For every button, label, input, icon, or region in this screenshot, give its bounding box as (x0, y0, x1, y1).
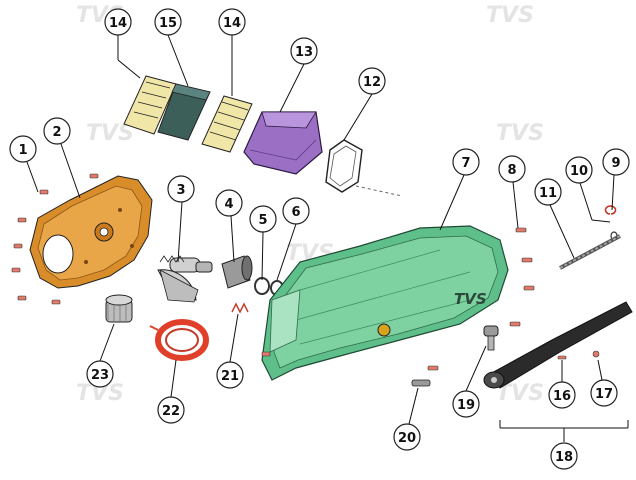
svg-text:23: 23 (91, 368, 109, 383)
svg-text:10: 10 (570, 164, 588, 179)
leader-lines (26, 34, 629, 442)
callout-19: 19 (452, 390, 480, 418)
callout-23: 23 (86, 360, 114, 388)
air-box-part (243, 111, 323, 175)
callout-3: 3 (167, 175, 195, 203)
callout-10: 10 (565, 156, 593, 184)
svg-text:1: 1 (18, 143, 27, 158)
svg-text:17: 17 (595, 387, 613, 402)
svg-text:16: 16 (553, 389, 571, 404)
small-pin-part (592, 350, 600, 358)
assembly-line (355, 185, 403, 197)
inner-cover-part (29, 175, 153, 289)
callout-7: 7 (452, 148, 480, 176)
lever-bolt-part (483, 325, 499, 351)
callout-18: 18 (550, 442, 578, 470)
svg-text:6: 6 (291, 205, 300, 220)
screw-part (411, 379, 431, 387)
svg-text:4: 4 (224, 197, 233, 212)
callout-17: 17 (590, 379, 618, 407)
svg-text:9: 9 (611, 156, 620, 171)
cover-screws-part (261, 227, 535, 371)
callout-9: 9 (602, 148, 630, 176)
cover-bolts-part (11, 173, 99, 305)
callout-14: 14 (104, 8, 132, 36)
kick-starter-gear-part (157, 255, 213, 303)
callout-13: 13 (290, 37, 318, 65)
callout-2: 2 (43, 117, 71, 145)
filter-grid-part (123, 75, 177, 135)
filter-element-part (157, 83, 211, 141)
svg-text:2: 2 (52, 125, 61, 140)
callout-12: 12 (358, 67, 386, 95)
callout-4: 4 (215, 189, 243, 217)
svg-text:21: 21 (221, 369, 239, 384)
bush-part (221, 255, 253, 289)
callout-1: 1 (9, 135, 37, 163)
callout-6: 6 (282, 197, 310, 225)
callout-11: 11 (534, 178, 562, 206)
svg-text:14: 14 (223, 16, 241, 31)
filter-frame-part (325, 139, 363, 193)
washer-part (254, 277, 270, 295)
small-bolt-part (557, 355, 567, 360)
callout-20: 20 (393, 423, 421, 451)
kick-spring-part (149, 319, 209, 361)
link-rod-part (559, 234, 621, 270)
crankcase-cover-part: TVS (261, 225, 509, 381)
svg-text:22: 22 (162, 404, 180, 419)
svg-text:11: 11 (539, 186, 557, 201)
spring-clip-part (231, 302, 249, 314)
svg-text:20: 20 (398, 431, 416, 446)
callout-8: 8 (498, 155, 526, 183)
svg-text:3: 3 (176, 183, 185, 198)
callout-labels: 1 2 3 4 5 6 7 8 9 10 11 12 13 14 15 14 1… (9, 8, 630, 470)
callout-21: 21 (216, 361, 244, 389)
svg-text:7: 7 (461, 156, 470, 171)
callout-22: 22 (157, 396, 185, 424)
svg-text:13: 13 (295, 45, 313, 60)
watermark-logo: TVS (486, 3, 534, 28)
svg-text:19: 19 (457, 398, 475, 413)
svg-text:5: 5 (258, 213, 267, 228)
svg-text:18: 18 (555, 450, 573, 465)
svg-text:12: 12 (363, 75, 381, 90)
callout-5: 5 (249, 205, 277, 233)
svg-text:15: 15 (159, 16, 177, 31)
svg-text:14: 14 (109, 16, 127, 31)
callout-16: 16 (548, 381, 576, 409)
watermark-logo: TVS (496, 121, 544, 146)
clip-part (604, 205, 617, 215)
pinion-gear-part (105, 294, 133, 323)
callout-14b: 14 (218, 8, 246, 36)
filter-grid-part (201, 95, 253, 153)
svg-text:8: 8 (507, 163, 516, 178)
cover-logo: TVS (454, 290, 487, 308)
kick-lever-part (483, 301, 633, 389)
callout-15: 15 (154, 8, 182, 36)
